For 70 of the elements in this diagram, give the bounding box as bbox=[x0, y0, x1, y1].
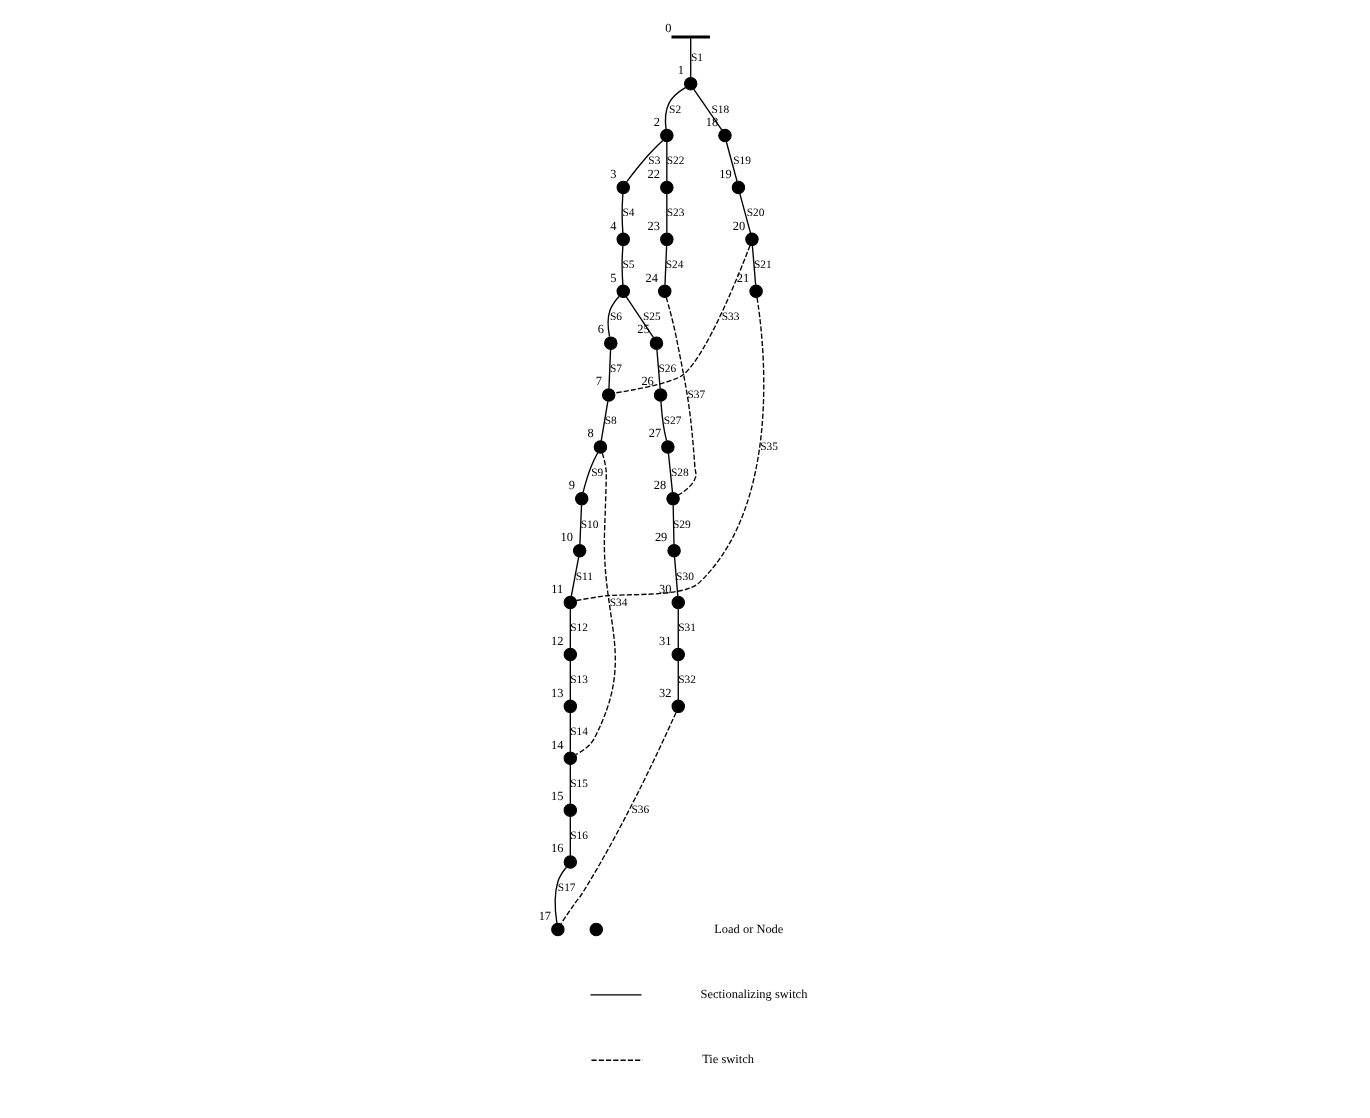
node-circle bbox=[563, 595, 578, 610]
node-circle bbox=[671, 595, 685, 610]
node-circle bbox=[563, 751, 578, 765]
connector bbox=[673, 556, 679, 597]
node-circle bbox=[649, 336, 664, 350]
connector bbox=[660, 400, 668, 442]
node-circle bbox=[745, 232, 759, 247]
connector bbox=[656, 348, 661, 390]
connector bbox=[672, 504, 675, 545]
connector bbox=[621, 193, 624, 234]
node-circle bbox=[616, 232, 630, 247]
connector bbox=[625, 139, 664, 183]
node-circle bbox=[731, 180, 746, 195]
connector bbox=[569, 763, 571, 805]
node-circle bbox=[666, 492, 680, 506]
connector bbox=[569, 660, 571, 701]
node-circle bbox=[601, 388, 616, 402]
connector bbox=[667, 452, 674, 493]
connector bbox=[560, 711, 677, 925]
connector bbox=[569, 815, 571, 857]
connector bbox=[554, 866, 568, 924]
connector bbox=[569, 712, 571, 753]
node-circle bbox=[718, 128, 732, 143]
node-circle bbox=[671, 699, 685, 714]
connector bbox=[693, 88, 723, 131]
connector bbox=[614, 244, 751, 394]
connector bbox=[677, 660, 679, 701]
node-circle bbox=[563, 647, 578, 662]
node-bar bbox=[671, 35, 710, 39]
connector bbox=[664, 86, 687, 131]
node-circle bbox=[563, 803, 578, 817]
connector bbox=[690, 37, 692, 78]
connector bbox=[608, 348, 612, 390]
node-circle bbox=[671, 647, 685, 662]
connector bbox=[569, 608, 571, 649]
connector bbox=[666, 193, 668, 234]
connector bbox=[579, 504, 583, 545]
connector bbox=[677, 608, 679, 649]
connector bbox=[751, 245, 757, 286]
node-circle bbox=[667, 543, 681, 558]
node-circle bbox=[604, 336, 618, 350]
node-circle bbox=[683, 76, 698, 91]
connector bbox=[600, 400, 609, 442]
node-circle bbox=[653, 388, 668, 402]
node-circle bbox=[660, 232, 674, 247]
connector bbox=[575, 452, 616, 756]
node-circle bbox=[661, 440, 675, 454]
connector bbox=[625, 296, 655, 339]
node-circle bbox=[616, 284, 630, 298]
node-circle bbox=[563, 699, 578, 714]
node-circle bbox=[660, 128, 674, 143]
connector bbox=[666, 141, 668, 182]
connector bbox=[582, 452, 599, 494]
connector bbox=[621, 244, 624, 286]
connector bbox=[607, 295, 620, 338]
connector bbox=[575, 297, 765, 602]
node-circle bbox=[660, 180, 674, 195]
node-circle bbox=[551, 922, 565, 937]
connector bbox=[665, 296, 697, 496]
connector bbox=[570, 556, 580, 598]
node-circle bbox=[658, 284, 672, 298]
node-circle bbox=[563, 855, 578, 869]
node-circle bbox=[749, 284, 763, 298]
connector bbox=[725, 141, 738, 182]
connector bbox=[664, 245, 668, 286]
node-circle bbox=[575, 492, 589, 506]
node-circle bbox=[572, 543, 587, 558]
node-circle bbox=[593, 440, 608, 454]
connector bbox=[739, 193, 752, 234]
node-circle bbox=[616, 180, 630, 195]
